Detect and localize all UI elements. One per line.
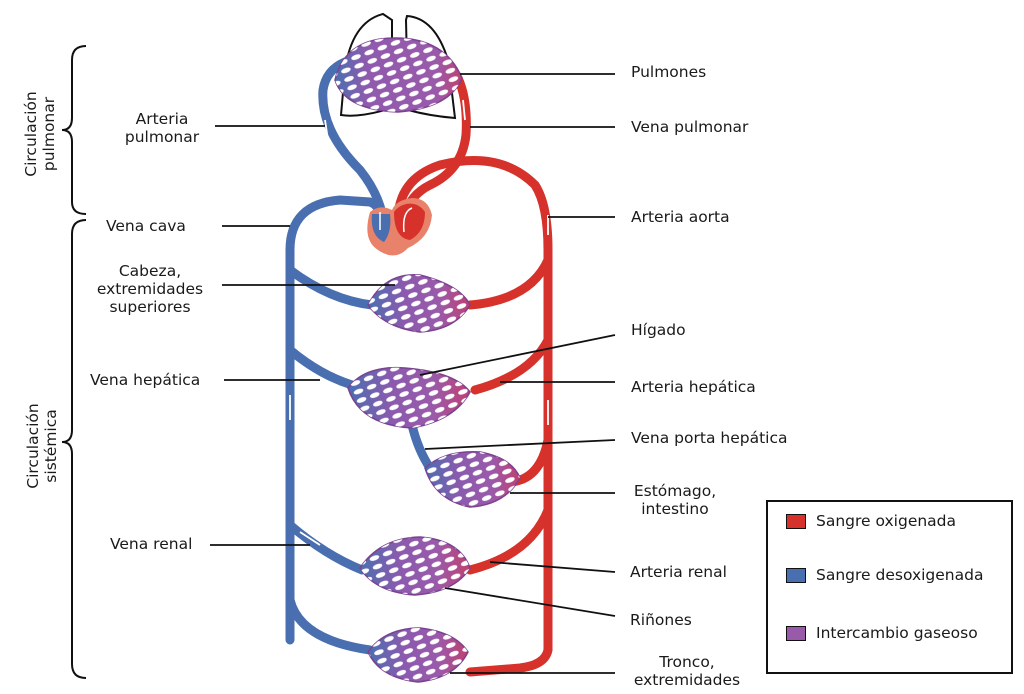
pulmonary-label-line-2: pulmonar [40,96,58,172]
head-capillaries [367,274,471,333]
trunk-capillaries [367,627,469,683]
label-line: Arteria [135,110,189,128]
systemic-circulation-label: Circulación sistémica [24,398,60,494]
legend-label: Sangre desoxigenada [816,566,984,584]
label-vena-hepatica: Vena hepática [90,371,201,389]
label-line: extremidades [96,280,204,298]
leader-lines [210,73,616,674]
label-vena-pulmonar: Vena pulmonar [631,118,749,136]
systemic-label-line-1: Circulación [24,403,42,489]
legend-label: Intercambio gaseoso [816,624,978,642]
pulmonary-circulation-label: Circulación pulmonar [22,86,58,182]
legend: Sangre oxigenada Sangre desoxigenada Int… [766,500,1013,674]
label-line: Estómago, [633,482,717,500]
label-cabeza: Cabeza, extremidades superiores [85,262,215,316]
label-vena-cava: Vena cava [106,217,186,235]
label-arteria-pulmonar: Arteria pulmonar [112,110,212,146]
label-line: Cabeza, [118,262,182,280]
lung-capillaries [334,37,463,113]
kidney-capillaries [359,536,471,596]
legend-item-oxygenated: Sangre oxigenada [786,512,956,530]
legend-label: Sangre oxigenada [816,512,957,530]
liver-capillaries [347,366,471,429]
deoxygenated-swatch [786,567,806,583]
oxygenated-swatch [786,513,806,529]
label-arteria-hepatica: Arteria hepática [631,378,756,396]
label-higado: Hígado [631,321,686,339]
label-vena-renal: Vena renal [110,535,193,553]
label-tronco-extremidades: Tronco, extremidades [624,653,750,689]
legend-item-gas-exchange: Intercambio gaseoso [786,624,978,642]
label-line: intestino [641,500,709,518]
label-estomago-intestino: Estómago, intestino [627,482,723,518]
stomach-intestine-capillaries [424,451,521,508]
heart [367,198,432,256]
label-arteria-aorta: Arteria aorta [631,208,730,226]
label-line: superiores [109,298,191,316]
pulmonary-label-line-1: Circulación [22,91,40,177]
flow-arrows [289,99,549,546]
legend-item-deoxygenated: Sangre desoxigenada [786,566,983,584]
label-rinones: Riñones [630,611,692,629]
systemic-label-line-2: sistémica [42,409,60,483]
label-vena-porta-hepatica: Vena porta hepática [631,429,788,447]
label-line: extremidades [633,671,741,689]
label-line: Tronco, [659,653,715,671]
label-line: pulmonar [124,128,200,146]
arteries [393,73,553,677]
label-pulmones: Pulmones [631,63,707,81]
gas-exchange-swatch [786,625,806,641]
label-arteria-renal: Arteria renal [630,563,727,581]
pulmonary-bracket [61,45,87,215]
systemic-bracket [61,219,87,679]
